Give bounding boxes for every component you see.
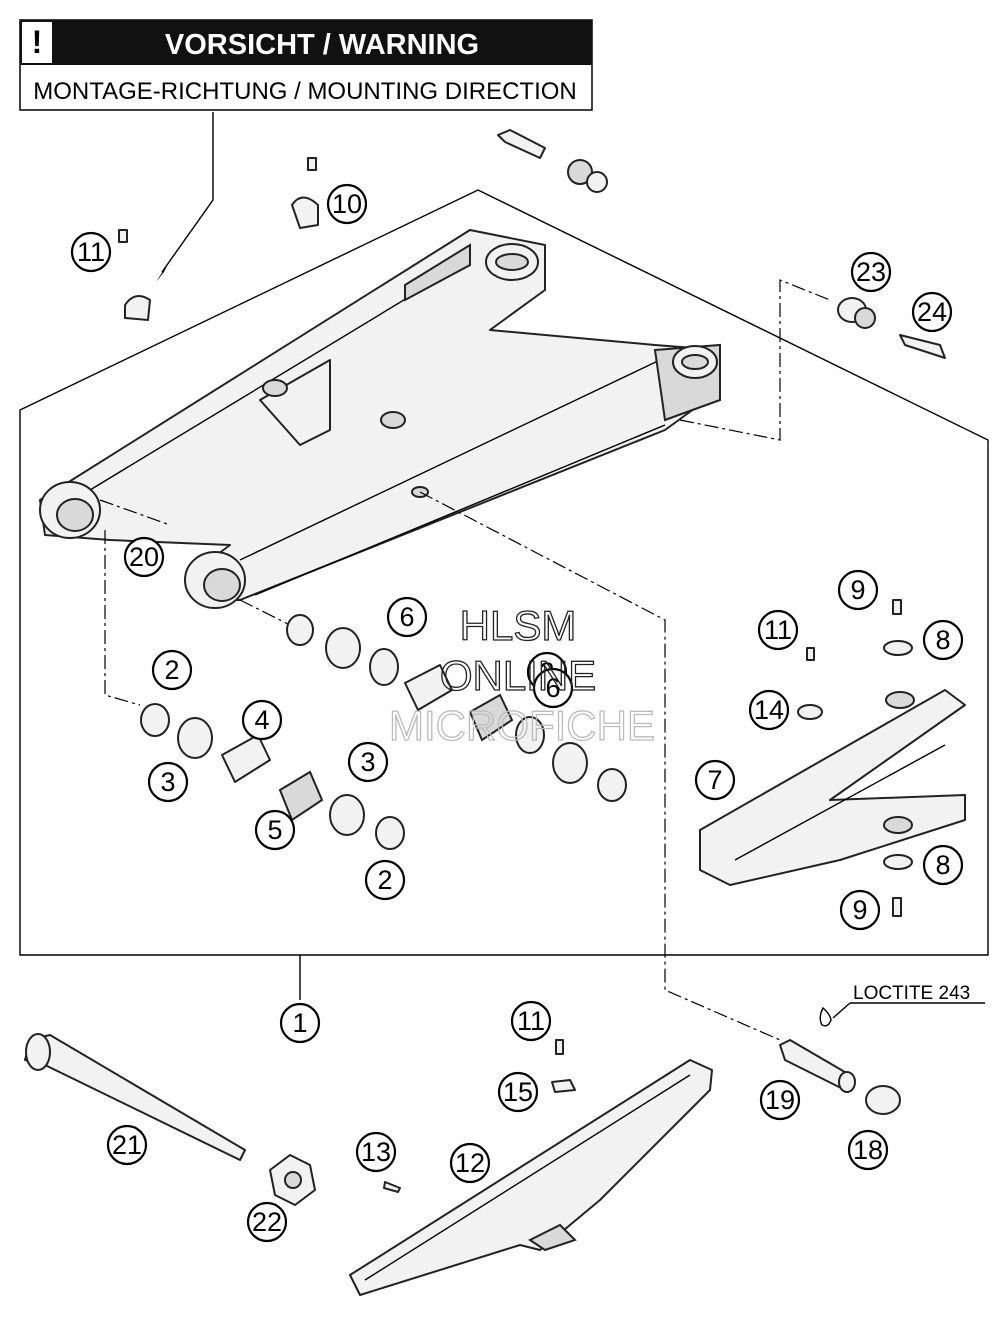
- svg-text:4: 4: [254, 705, 269, 735]
- callout-21: 21: [106, 1124, 148, 1166]
- callout-11: 11: [70, 231, 112, 273]
- svg-text:24: 24: [917, 297, 947, 327]
- callout-2: 2: [151, 649, 193, 691]
- svg-text:8: 8: [935, 625, 950, 655]
- watermark-line-1: HLSM: [460, 602, 577, 649]
- svg-text:6: 6: [399, 602, 414, 632]
- svg-text:15: 15: [503, 1077, 533, 1107]
- warning-symbol: !: [32, 24, 43, 60]
- callout-15: 15: [497, 1071, 539, 1113]
- svg-text:23: 23: [856, 257, 886, 287]
- warning-subtitle: MONTAGE-RICHTUNG / MOUNTING DIRECTION: [33, 78, 577, 105]
- watermark-line-3: MICROFICHE: [389, 702, 655, 749]
- callout-1: 1: [279, 1002, 321, 1044]
- svg-text:5: 5: [267, 815, 282, 845]
- svg-text:3: 3: [160, 767, 175, 797]
- bearing-group-left: [140, 703, 405, 850]
- watermark: HLSM ONLINE MICROFICHE: [388, 601, 655, 749]
- svg-text:11: 11: [77, 237, 105, 267]
- callout-2: 2: [364, 859, 406, 901]
- callout-18: 18: [847, 1129, 889, 1171]
- svg-text:1: 1: [292, 1008, 307, 1038]
- swingarm: [39, 229, 721, 609]
- cable-clip-11: [118, 229, 151, 321]
- svg-text:14: 14: [754, 695, 784, 725]
- callout-12: 12: [449, 1142, 491, 1184]
- callout-19: 19: [759, 1079, 801, 1121]
- svg-text:7: 7: [707, 765, 722, 795]
- callout-7: 7: [694, 759, 736, 801]
- warning-box: ! VORSICHT / WARNING MONTAGE-RICHTUNG / …: [19, 19, 593, 111]
- callout-6: 6: [386, 596, 428, 638]
- svg-text:22: 22: [252, 1207, 282, 1237]
- callout-8: 8: [922, 844, 964, 886]
- svg-text:18: 18: [853, 1135, 883, 1165]
- svg-text:19: 19: [765, 1085, 795, 1115]
- watermark-line-2: ONLINE: [440, 652, 596, 699]
- callout-10: 10: [326, 183, 368, 225]
- svg-text:9: 9: [850, 575, 865, 605]
- warning-arrow-icon: [156, 260, 170, 282]
- pivot-bolt-and-cap: [779, 1006, 901, 1115]
- callout-3: 3: [147, 761, 189, 803]
- callout-11: 11: [510, 1000, 552, 1042]
- loctite-note: LOCTITE 243: [853, 983, 970, 1004]
- svg-text:12: 12: [455, 1148, 485, 1178]
- callout-23: 23: [850, 251, 892, 293]
- svg-text:20: 20: [129, 542, 159, 572]
- warning-title: VORSICHT / WARNING: [165, 29, 479, 61]
- svg-text:8: 8: [935, 850, 950, 880]
- svg-text:11: 11: [517, 1006, 545, 1036]
- callout-5: 5: [254, 809, 296, 851]
- chain-guard: [349, 1039, 713, 1296]
- callout-4: 4: [241, 699, 283, 741]
- svg-text:9: 9: [852, 895, 867, 925]
- callout-11: 11: [757, 609, 799, 651]
- svg-text:3: 3: [360, 747, 375, 777]
- callout-6: 6: [532, 667, 574, 709]
- svg-text:2: 2: [377, 865, 392, 895]
- svg-text:10: 10: [332, 189, 362, 219]
- callout-14: 14: [748, 689, 790, 731]
- svg-text:13: 13: [361, 1137, 391, 1167]
- callout-13: 13: [355, 1131, 397, 1173]
- callout-20: 20: [123, 536, 165, 578]
- callout-22: 22: [246, 1201, 288, 1243]
- chain-slider: [699, 599, 966, 917]
- callout-9: 9: [839, 889, 881, 931]
- pivot-shaft: [24, 1033, 316, 1206]
- callout-8: 8: [922, 619, 964, 661]
- svg-text:2: 2: [164, 655, 179, 685]
- callout-24: 24: [911, 291, 953, 333]
- svg-text:21: 21: [112, 1130, 142, 1160]
- callout-9: 9: [837, 569, 879, 611]
- bush-and-bolt-23-24: [837, 297, 946, 359]
- bearing-group-right: [286, 614, 627, 802]
- svg-text:6: 6: [545, 673, 560, 703]
- svg-text:11: 11: [764, 615, 792, 645]
- loctite-drop-icon: [819, 1006, 832, 1027]
- top-bolt-and-bush: [291, 129, 608, 229]
- callout-3: 3: [347, 741, 389, 783]
